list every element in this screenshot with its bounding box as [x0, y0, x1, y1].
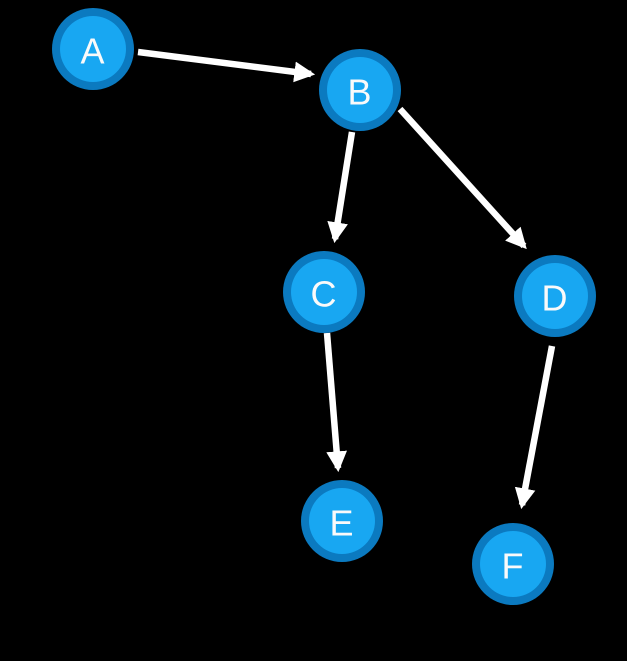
graph-node-c[interactable]: C	[283, 251, 365, 333]
node-label-d: D	[542, 278, 569, 319]
node-fill-c	[291, 259, 357, 325]
edge-arrow-c-to-e	[323, 332, 348, 473]
nodes-layer: A B C D E F	[52, 8, 596, 605]
graph-node-f[interactable]: F	[472, 523, 554, 605]
edge-arrow-b-to-d	[397, 106, 527, 250]
node-label-b: B	[347, 72, 372, 113]
node-label-f: F	[502, 546, 525, 587]
node-fill-b	[327, 57, 393, 123]
node-fill-a	[60, 16, 126, 82]
graph-node-d[interactable]: D	[514, 255, 596, 337]
graph-node-a[interactable]: A	[52, 8, 134, 90]
node-fill-f	[480, 531, 546, 597]
edge-arrow-d-to-f	[514, 345, 556, 510]
node-fill-e	[309, 488, 375, 554]
node-fill-d	[522, 263, 588, 329]
node-label-c: C	[311, 274, 338, 315]
graph-node-e[interactable]: E	[301, 480, 383, 562]
node-label-e: E	[329, 503, 354, 544]
graph-node-b[interactable]: B	[319, 49, 401, 131]
edge-arrow-a-to-b	[137, 48, 316, 83]
edges-layer	[137, 48, 556, 510]
edge-arrow-b-to-c	[327, 131, 356, 244]
node-label-a: A	[80, 31, 105, 72]
